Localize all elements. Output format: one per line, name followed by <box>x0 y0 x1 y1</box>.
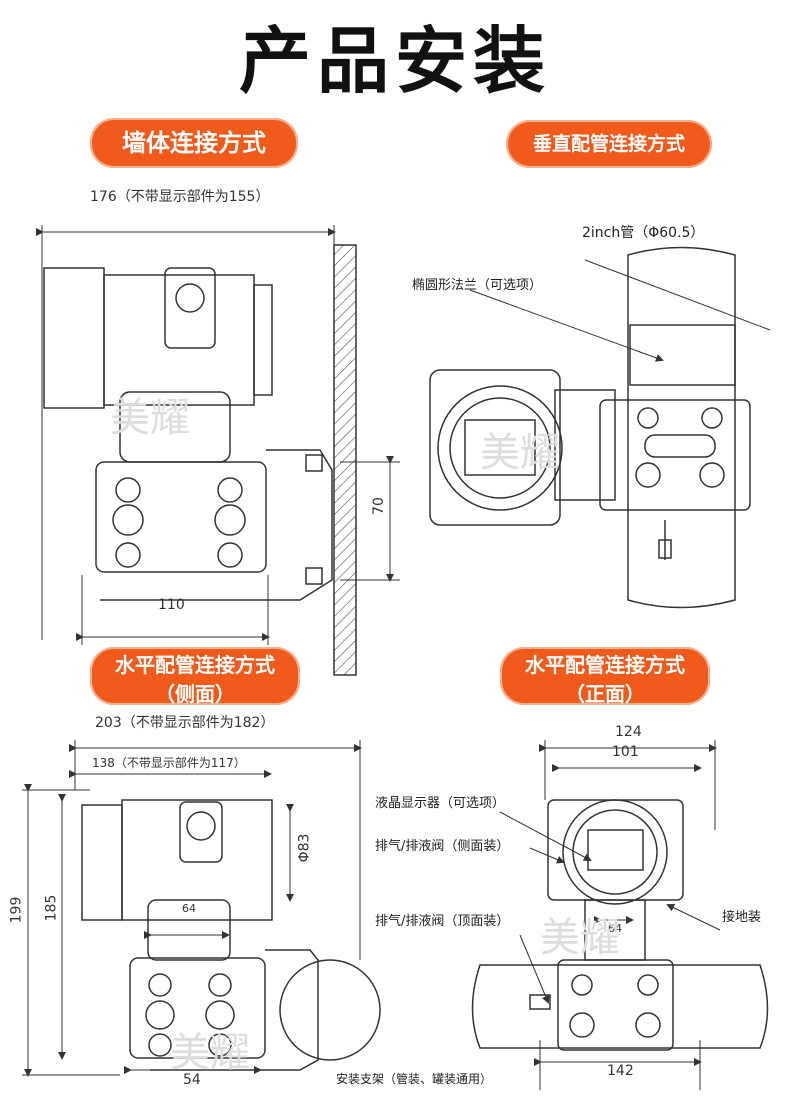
vertical-pipe-drawing <box>429 246 771 609</box>
section-horiz-front-label-2: （正面） <box>565 682 645 706</box>
front-ground-label: 接地装 <box>722 910 762 925</box>
front-bracket-label: 安装支架（管装、罐装通用） <box>336 1072 493 1086</box>
front-w1-dim: 124 <box>615 724 642 740</box>
watermark-2: 美耀 <box>480 430 560 476</box>
horizontal-front-drawing <box>471 740 769 1090</box>
front-bottom-dim: 142 <box>607 1063 634 1079</box>
section-horiz-front-label-1: 水平配管连接方式 <box>525 653 685 677</box>
side-h1-dim: 199 <box>8 896 25 924</box>
wall-bottom-dim: 110 <box>158 597 185 613</box>
wall-top-dim: 176（不带显示部件为155） <box>90 189 270 205</box>
vertical-flange-label: 椭圆形法兰（可选项） <box>412 278 543 293</box>
section-vertical-pill: 垂直配管连接方式 <box>506 120 712 168</box>
side-h2-dim: 185 <box>43 894 60 922</box>
horizontal-side-drawing <box>22 740 381 1077</box>
section-horiz-front-pill: 水平配管连接方式 （正面） <box>500 647 710 706</box>
front-w2-dim: 101 <box>612 744 639 760</box>
section-horiz-side-pill: 水平配管连接方式 （侧面） <box>90 647 300 706</box>
section-wall-label: 墙体连接方式 <box>122 129 266 157</box>
side-sub-dim: 138（不带显示部件为117） <box>92 756 246 770</box>
wall-height-dim: 70 <box>370 497 387 515</box>
section-horiz-side-label-1: 水平配管连接方式 <box>115 653 275 677</box>
watermark-1: 美耀 <box>110 395 190 441</box>
front-lcd-label: 液晶显示器（可选项） <box>375 796 506 811</box>
section-horiz-side-label-2: （侧面） <box>155 682 235 706</box>
side-bottom-dim: 54 <box>183 1072 201 1088</box>
side-inner-dim: 64 <box>182 902 196 915</box>
wall-mount-drawing <box>36 225 400 676</box>
watermark-4: 美耀 <box>540 915 620 961</box>
side-top-dim: 203（不带显示部件为182） <box>95 715 275 731</box>
page-title: 产品安装 <box>238 19 551 103</box>
front-vent-top-label: 排气/排液阀（顶面装） <box>375 914 510 929</box>
front-vent-side-label: 排气/排液阀（侧面装） <box>375 839 510 854</box>
section-wall-pill: 墙体连接方式 <box>90 118 298 168</box>
vertical-pipe-label: 2inch管（Φ60.5） <box>582 225 705 241</box>
front-inner-dim: 64 <box>608 922 622 935</box>
section-vertical-label: 垂直配管连接方式 <box>532 133 685 155</box>
watermark-3: 美耀 <box>170 1030 250 1076</box>
side-dia-dim: Φ83 <box>296 833 313 863</box>
